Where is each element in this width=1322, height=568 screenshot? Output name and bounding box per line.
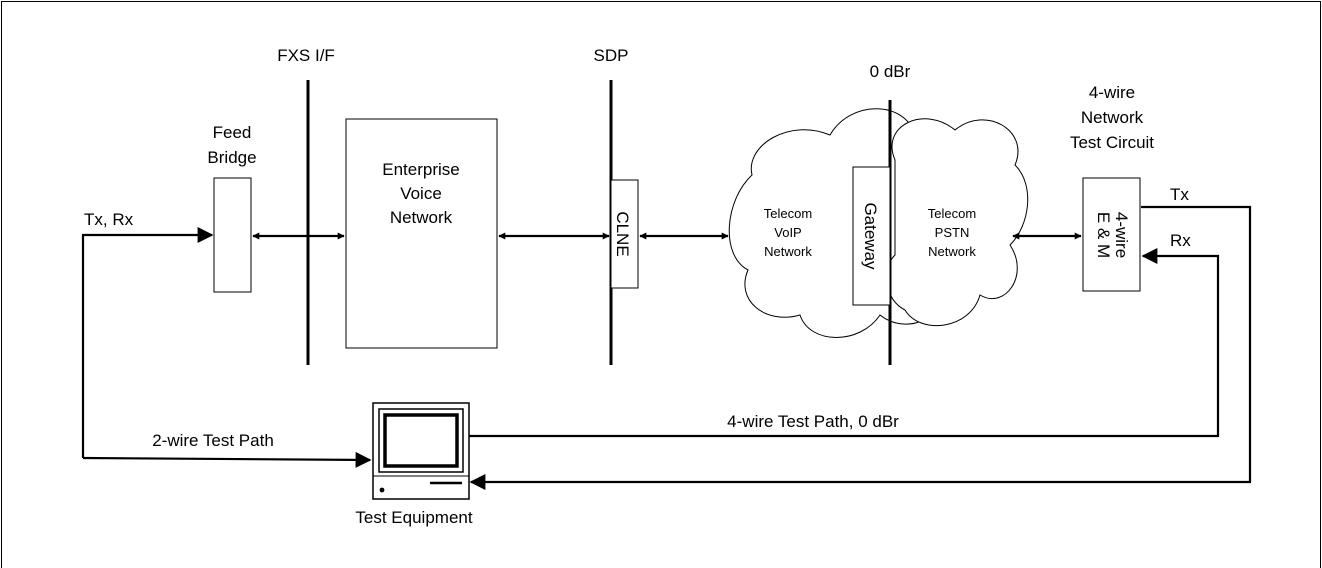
two-wire-path-upper <box>81 227 214 458</box>
tx-rx-label: Tx, Rx <box>84 210 134 229</box>
voip-cloud-label-line2: VoIP <box>774 225 801 240</box>
enterprise-label-line3: Network <box>390 208 453 227</box>
feed-bridge-label-line2: Bridge <box>207 148 256 167</box>
test-equipment-label: Test Equipment <box>355 508 472 527</box>
voip-cloud-label-line1: Telecom <box>764 206 812 221</box>
clne-box <box>610 179 639 289</box>
pstn-cloud-label-line2: PSTN <box>935 225 970 240</box>
test-circuit-label-line3: Test Circuit <box>1070 133 1154 152</box>
four-wire-send-path <box>468 248 1220 438</box>
sdp-interface-label: SDP <box>594 46 629 65</box>
four-wire-em-label-line1: 4-wire <box>1112 212 1131 258</box>
gateway-box <box>852 166 891 306</box>
enterprise-label-line2: Voice <box>400 184 442 203</box>
tx-label: Tx <box>1170 185 1189 204</box>
test-equipment-icon <box>372 402 470 500</box>
rx-label: Rx <box>1170 231 1191 250</box>
fxs-interface-label: FXS I/F <box>277 46 335 65</box>
feed-bridge-box <box>213 177 252 293</box>
four-wire-em-label-line2: E & M <box>1094 212 1113 258</box>
enterprise-label-line1: Enterprise <box>382 160 459 179</box>
clne-label: CLNE <box>613 211 632 256</box>
pstn-cloud-label-line1: Telecom <box>928 206 976 221</box>
gateway-label: Gateway <box>861 202 880 270</box>
feed-bridge-label-line1: Feed <box>213 123 252 142</box>
enterprise-network-box <box>345 118 498 349</box>
voip-cloud-label-line3: Network <box>764 244 812 259</box>
four-wire-path-label: 4-wire Test Path, 0 dBr <box>727 412 899 431</box>
four-wire-em-box <box>1082 177 1141 292</box>
two-wire-path-label: 2-wire Test Path <box>152 431 274 450</box>
pstn-cloud <box>885 118 1029 326</box>
tx-return-path <box>469 205 1252 490</box>
test-circuit-label-line1: 4-wire <box>1089 83 1135 102</box>
test-circuit-label-line2: Network <box>1081 108 1144 127</box>
two-wire-path-lower <box>82 451 372 468</box>
pstn-cloud-label-line3: Network <box>928 244 976 259</box>
dbr-interface-label: 0 dBr <box>870 62 911 81</box>
